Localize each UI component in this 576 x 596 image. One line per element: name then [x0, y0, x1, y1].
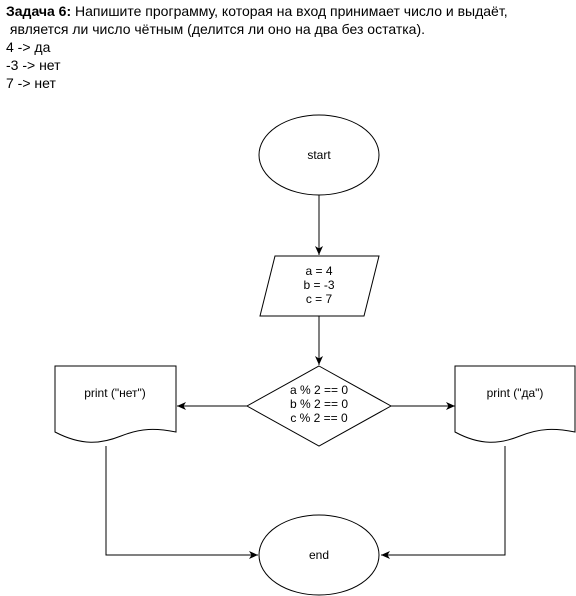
output-yes-node: print ("да"): [454, 365, 576, 443]
decision-line-b: b % 2 == 0: [290, 397, 348, 411]
example-1: 4 -> да: [6, 39, 51, 55]
connector-no-to-end: [105, 446, 258, 559]
decision-line-c: c % 2 == 0: [290, 411, 348, 425]
end-label: end: [309, 548, 329, 562]
task-heading-line: Задача 6: Напишите программу, которая на…: [6, 2, 571, 20]
input-node: a = 4 b = -3 c = 7: [259, 255, 380, 317]
decision-node: a % 2 == 0 b % 2 == 0 c % 2 == 0: [245, 365, 393, 447]
connector-yes-to-end: [381, 446, 506, 559]
example-2: -3 -> нет: [6, 57, 61, 73]
end-node: end: [258, 514, 380, 596]
example-3: 7 -> нет: [6, 75, 56, 91]
output-no-node: print ("нет"): [54, 365, 177, 443]
task-description: Задача 6: Напишите программу, которая на…: [6, 2, 571, 92]
start-label: start: [307, 148, 331, 162]
input-line-a: a = 4: [305, 264, 332, 278]
input-line-b: b = -3: [303, 278, 334, 292]
output-no-label: print ("нет"): [84, 386, 146, 400]
output-yes-label: print ("да"): [487, 386, 544, 400]
decision-line-a: a % 2 == 0: [290, 383, 348, 397]
start-node: start: [258, 114, 380, 196]
task-text-line-1: Напишите программу, которая на вход прин…: [71, 3, 508, 19]
task-title: Задача 6:: [6, 3, 72, 19]
input-line-c: c = 7: [306, 292, 333, 306]
task-text-line-2: является ли число чётным (делится ли оно…: [6, 21, 426, 37]
